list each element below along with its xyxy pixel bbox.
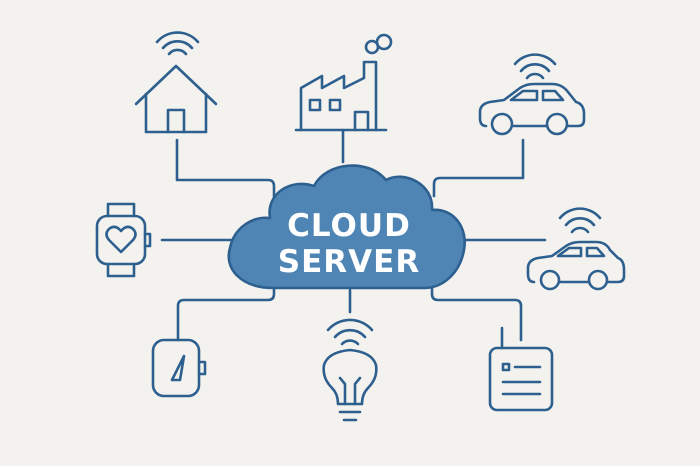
smoke-icon bbox=[364, 33, 393, 55]
cloud-server: CLOUD SERVER bbox=[227, 164, 466, 290]
wifi-signal-icon bbox=[558, 207, 602, 234]
smartwatch-heart-icon bbox=[95, 202, 152, 278]
cloud-label-line2: SERVER bbox=[278, 244, 420, 280]
connector-house bbox=[175, 138, 276, 202]
wifi-signal-icon bbox=[155, 31, 200, 56]
gauge-needle-icon bbox=[170, 354, 186, 382]
radio-transmitter-icon bbox=[488, 326, 554, 412]
gauge-device-icon bbox=[151, 338, 207, 398]
heart-icon bbox=[105, 225, 137, 254]
factory-icon bbox=[294, 33, 393, 132]
cloud-shape bbox=[227, 164, 466, 290]
connector-gauge bbox=[176, 285, 276, 342]
connector-radio bbox=[430, 285, 523, 342]
car-wifi-icon bbox=[478, 53, 586, 136]
wifi-signal-icon bbox=[326, 318, 374, 346]
car-wifi-icon bbox=[526, 207, 626, 291]
connector-car-top bbox=[432, 138, 525, 198]
cloud-label-line1: CLOUD bbox=[287, 208, 411, 244]
wifi-signal-icon bbox=[513, 53, 557, 80]
house-wifi-icon bbox=[134, 31, 218, 134]
connector-lines bbox=[160, 128, 547, 342]
lightbulb-wifi-icon bbox=[322, 318, 378, 422]
